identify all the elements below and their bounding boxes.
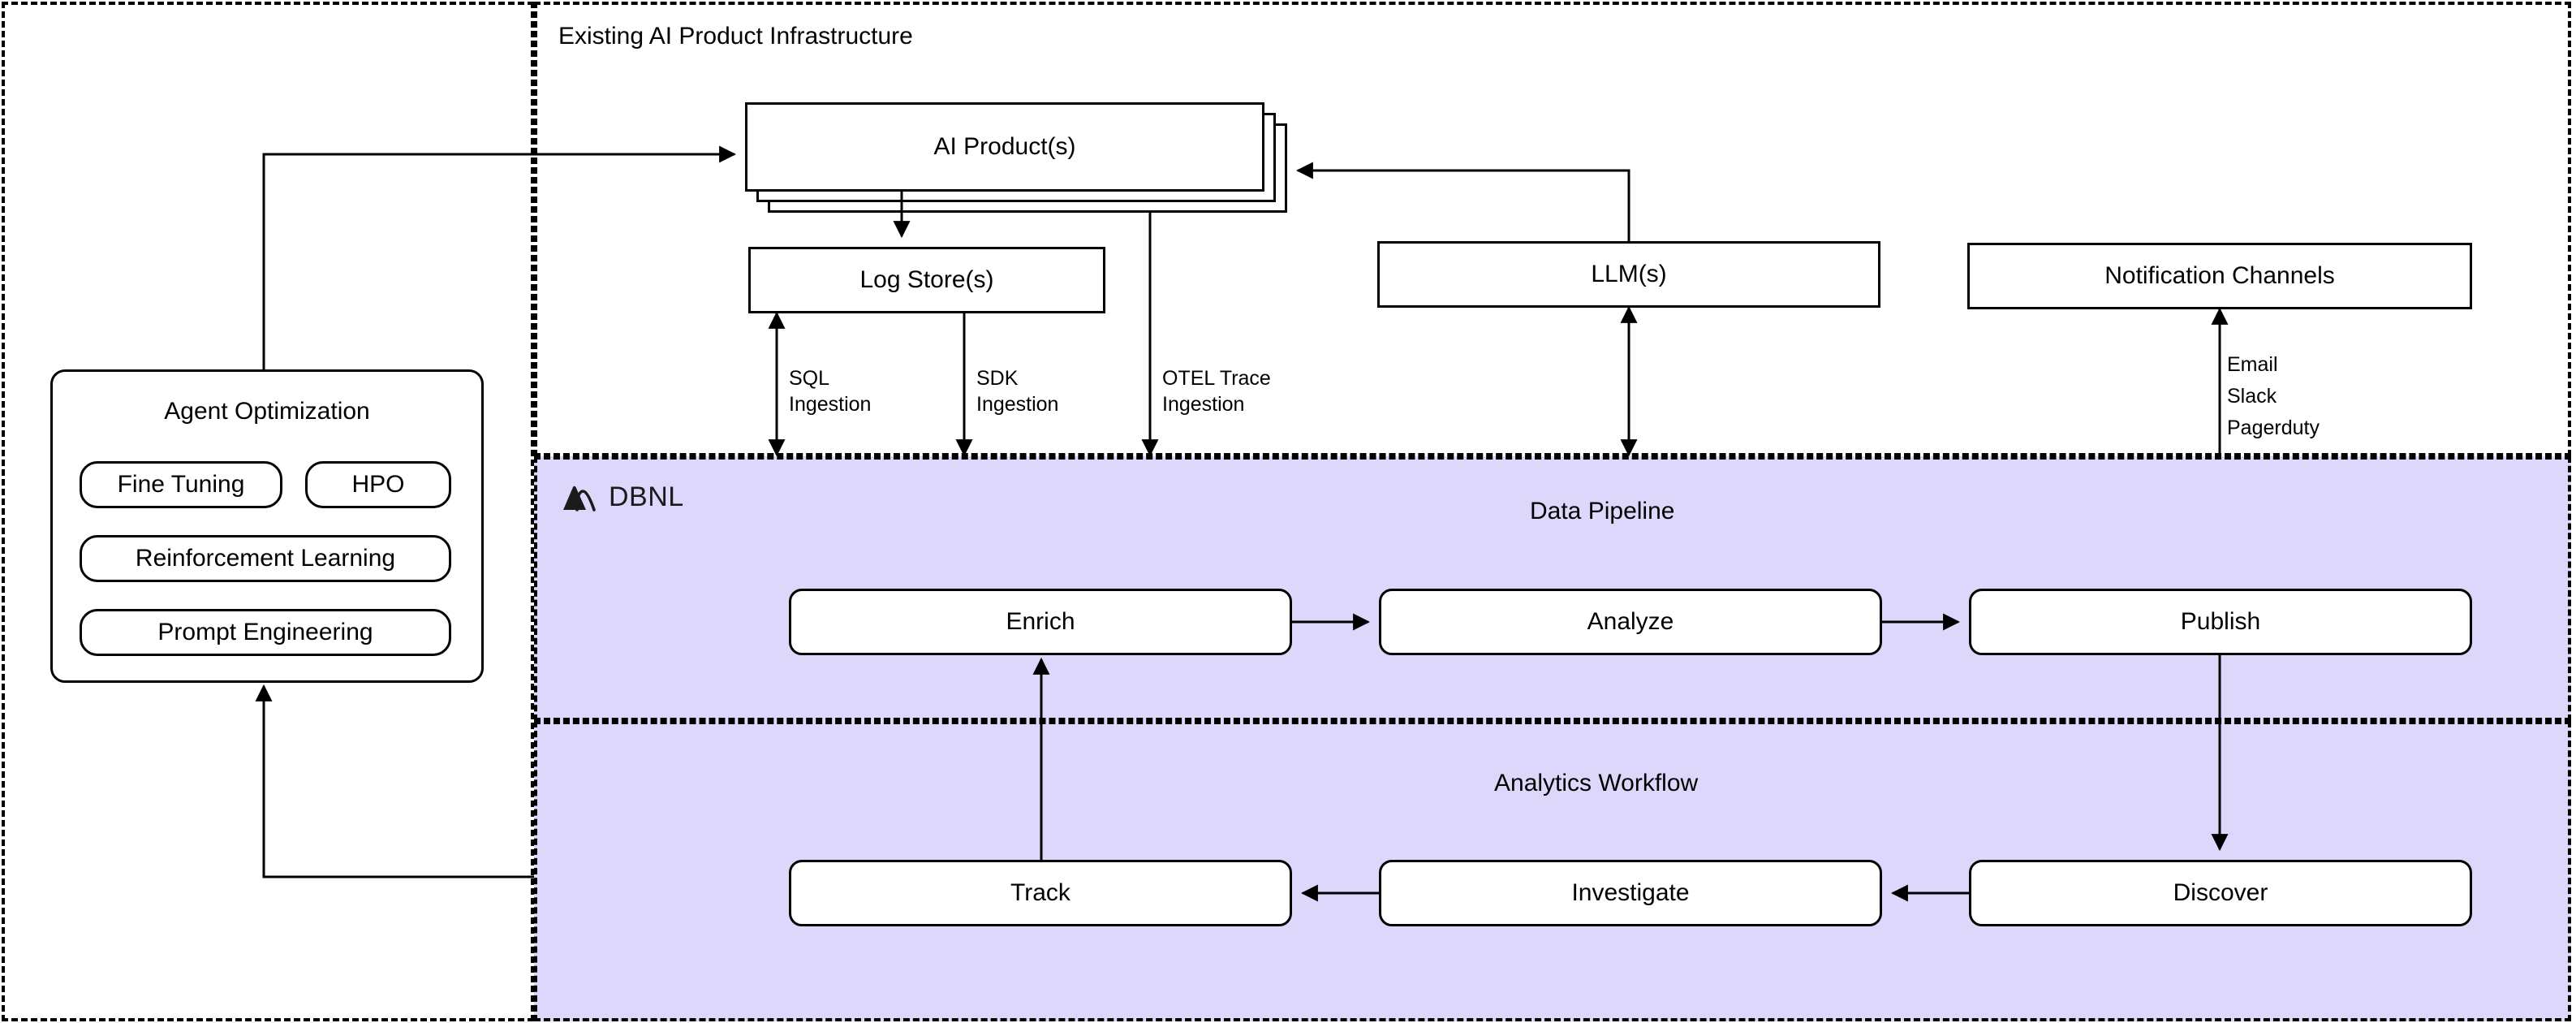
notification-channels-methods-label: Email Slack Pagerduty [2227,349,2320,443]
otel-ingestion-line2: Ingestion [1162,393,1245,416]
notify-email-label: Email [2227,353,2278,376]
sql-ingestion-line1: SQL [789,367,830,390]
sdk-ingestion-line2: Ingestion [976,393,1059,416]
ai-products-label: AI Product(s) [933,133,1076,160]
sdk-ingestion-label: SDK Ingestion [976,365,1058,417]
agent-optimization-title: Agent Optimization [164,398,370,425]
pill-prompt-engineering-label: Prompt Engineering [157,619,373,645]
pill-hpo-label: HPO [351,471,405,498]
llms-label: LLM(s) [1591,261,1667,287]
enrich-label: Enrich [1006,608,1075,635]
enrich-node[interactable]: Enrich [789,589,1292,655]
pill-fine-tuning[interactable]: Fine Tuning [80,461,282,508]
publish-label: Publish [2180,608,2261,635]
notify-pagerduty-label: Pagerduty [2227,416,2320,439]
notification-channels-label: Notification Channels [2104,262,2335,289]
discover-node[interactable]: Discover [1969,860,2472,926]
analyze-label: Analyze [1587,608,1674,635]
dbnl-brand: DBNL [562,481,684,513]
investigate-label: Investigate [1571,879,1690,906]
otel-ingestion-label: OTEL Trace Ingestion [1162,365,1271,417]
notify-slack-label: Slack [2227,384,2277,408]
log-stores-node[interactable]: Log Store(s) [748,247,1105,313]
log-stores-label: Log Store(s) [859,266,994,293]
sdk-ingestion-line1: SDK [976,367,1019,390]
sql-ingestion-label: SQL Ingestion [789,365,871,417]
otel-ingestion-line1: OTEL Trace [1162,367,1271,390]
track-node[interactable]: Track [789,860,1292,926]
mountain-logo-icon [562,484,597,512]
pill-reinforcement-learning-label: Reinforcement Learning [135,545,396,572]
left-panel-region [2,2,534,1021]
data-pipeline-title: Data Pipeline [1530,498,1675,524]
analytics-workflow-title: Analytics Workflow [1494,770,1699,796]
analyze-node[interactable]: Analyze [1379,589,1882,655]
investigate-node[interactable]: Investigate [1379,860,1882,926]
discover-label: Discover [2173,879,2268,906]
existing-infrastructure-title: Existing AI Product Infrastructure [558,23,913,50]
publish-node[interactable]: Publish [1969,589,2472,655]
track-label: Track [1010,879,1070,906]
sql-ingestion-line2: Ingestion [789,393,872,416]
dbnl-brand-label: DBNL [609,481,684,512]
pill-prompt-engineering[interactable]: Prompt Engineering [80,609,451,656]
llms-node[interactable]: LLM(s) [1377,241,1880,308]
pill-fine-tuning-label: Fine Tuning [117,471,245,498]
ai-products-node[interactable]: AI Product(s) [745,102,1264,192]
pill-hpo[interactable]: HPO [305,461,451,508]
pill-reinforcement-learning[interactable]: Reinforcement Learning [80,535,451,582]
notification-channels-node[interactable]: Notification Channels [1967,243,2472,309]
